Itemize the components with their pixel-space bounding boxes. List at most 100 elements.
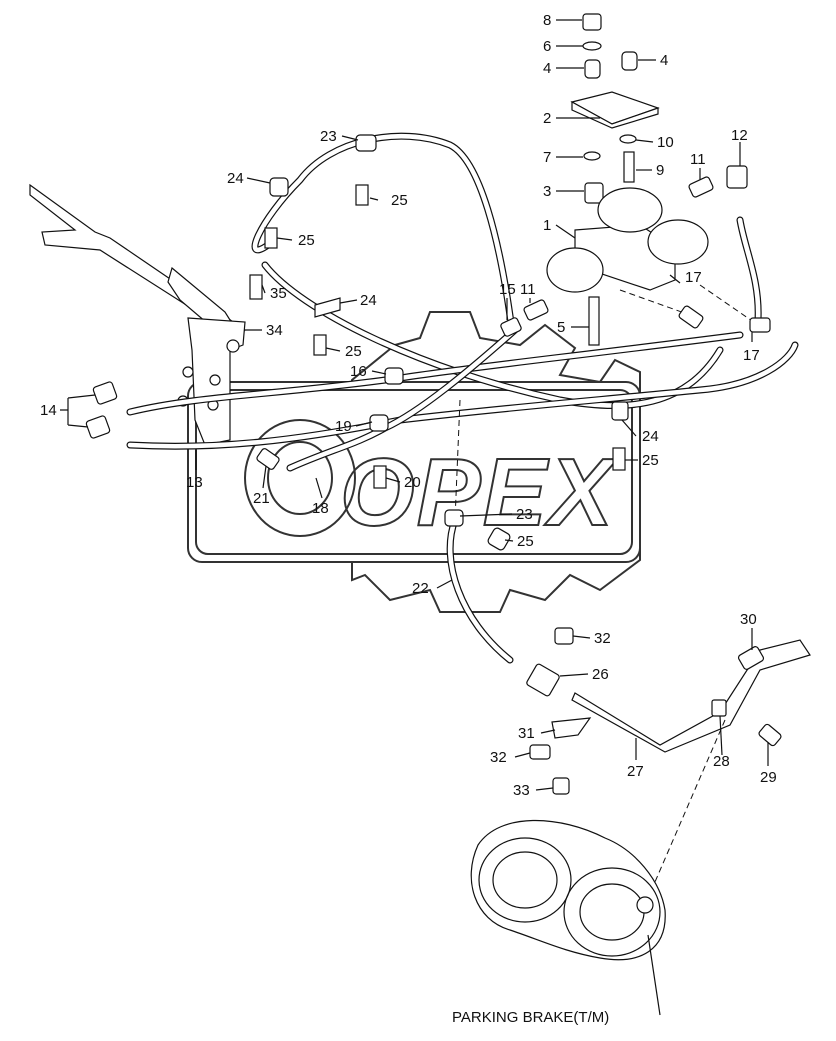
callout-18: 18 — [312, 500, 329, 517]
caption-leader — [647, 934, 661, 1016]
pedal-port — [226, 339, 240, 353]
bracket-31 — [551, 717, 592, 739]
dash-leader — [619, 289, 691, 316]
callout-25: 25 — [345, 343, 362, 360]
parking-brake-housing — [470, 819, 666, 1016]
callout-32: 32 — [594, 630, 611, 647]
bolt-35 — [249, 274, 263, 300]
callout-12: 12 — [731, 127, 748, 144]
callout-6: 6 — [543, 38, 551, 55]
bolt-32 — [529, 744, 551, 760]
callout-23: 23 — [320, 128, 337, 145]
callout-1: 1 — [543, 217, 551, 234]
clamp-23 — [355, 134, 377, 152]
pedal-port — [182, 366, 194, 378]
callout-16: 16 — [350, 363, 367, 380]
bolt-9 — [623, 151, 635, 183]
valve-accumulator — [647, 219, 709, 265]
fitting-21 — [256, 448, 280, 470]
watermark-frame-outer — [187, 381, 641, 563]
callout-35: 35 — [270, 285, 287, 302]
callout-19: 19 — [335, 418, 352, 435]
callout-24: 24 — [642, 428, 659, 445]
fitting-17 — [749, 317, 771, 333]
valve-accumulator — [546, 247, 604, 293]
callout-25: 25 — [517, 533, 534, 550]
housing-bore — [492, 851, 558, 909]
callout-14: 14 — [40, 402, 57, 419]
callout-25: 25 — [642, 452, 659, 469]
dash-leader — [454, 399, 461, 521]
fitting-14 — [92, 381, 118, 405]
watermark-o-inner — [267, 441, 333, 515]
bolt-25 — [355, 184, 369, 206]
bolt-5 — [588, 296, 600, 346]
callout-29: 29 — [760, 769, 777, 786]
callout-17: 17 — [685, 269, 702, 286]
callout-34: 34 — [266, 322, 283, 339]
pedal-port — [209, 374, 221, 386]
callout-9: 9 — [656, 162, 664, 179]
callout-10: 10 — [657, 134, 674, 151]
callout-11: 11 — [690, 151, 706, 168]
callout-28: 28 — [713, 753, 730, 770]
clamp-24 — [314, 297, 341, 318]
bolt-25 — [313, 334, 327, 356]
callout-3: 3 — [543, 183, 551, 200]
valve-accumulator — [597, 187, 663, 233]
housing-flange — [478, 837, 572, 923]
callout-4: 4 — [543, 60, 551, 77]
plate-2 — [570, 91, 660, 125]
hose-lines — [126, 132, 811, 906]
washer-6 — [582, 41, 602, 51]
nut-8 — [582, 13, 602, 31]
callout-21: 21 — [253, 490, 270, 507]
pipe-27 — [571, 639, 811, 753]
mount-4 — [584, 59, 601, 79]
fitting-30 — [737, 646, 765, 670]
brake-pedal-assembly — [29, 183, 246, 446]
callout-26: 26 — [592, 666, 609, 683]
bolt-25 — [487, 527, 511, 551]
callout-23: 23 — [516, 506, 533, 523]
spacer-3 — [584, 182, 604, 204]
clamps-and-bolts — [85, 134, 782, 795]
brake-port — [636, 896, 654, 914]
nut-33 — [552, 777, 570, 795]
bolt-25 — [264, 227, 278, 249]
callout-7: 7 — [543, 149, 551, 166]
callout-33: 33 — [513, 782, 530, 799]
callout-11: 11 — [520, 281, 536, 298]
clamp-16 — [384, 367, 404, 385]
callout-5: 5 — [557, 319, 565, 336]
clamp-24 — [269, 177, 289, 197]
clamp-24 — [611, 401, 629, 421]
callout-2: 2 — [543, 110, 551, 127]
bolt-20 — [373, 465, 387, 489]
callout-20: 20 — [404, 474, 421, 491]
washer-7 — [583, 151, 601, 161]
washer-10 — [619, 134, 637, 144]
fitting-15 — [500, 317, 522, 337]
bolt-32 — [554, 627, 574, 645]
callout-30: 30 — [740, 611, 757, 628]
callout-25: 25 — [298, 232, 315, 249]
callout-22: 22 — [412, 580, 429, 597]
fitting-11 — [688, 176, 714, 198]
watermark-gear — [351, 311, 641, 613]
fitting-12 — [726, 165, 748, 189]
callout-27: 27 — [627, 763, 644, 780]
hose-23 — [251, 132, 516, 334]
fitting-11 — [523, 299, 549, 321]
callout-31: 31 — [518, 725, 535, 742]
callout-32: 32 — [490, 749, 507, 766]
housing-bore — [579, 883, 645, 941]
callout-24: 24 — [227, 170, 244, 187]
dash-leader — [699, 284, 759, 326]
callout-labels: 8 6 4 4 2 10 12 7 9 11 3 1 17 11 15 5 17… — [40, 12, 777, 1026]
callout-15: 15 — [499, 281, 516, 298]
clamp-23 — [444, 509, 464, 527]
tee-26 — [526, 663, 560, 697]
